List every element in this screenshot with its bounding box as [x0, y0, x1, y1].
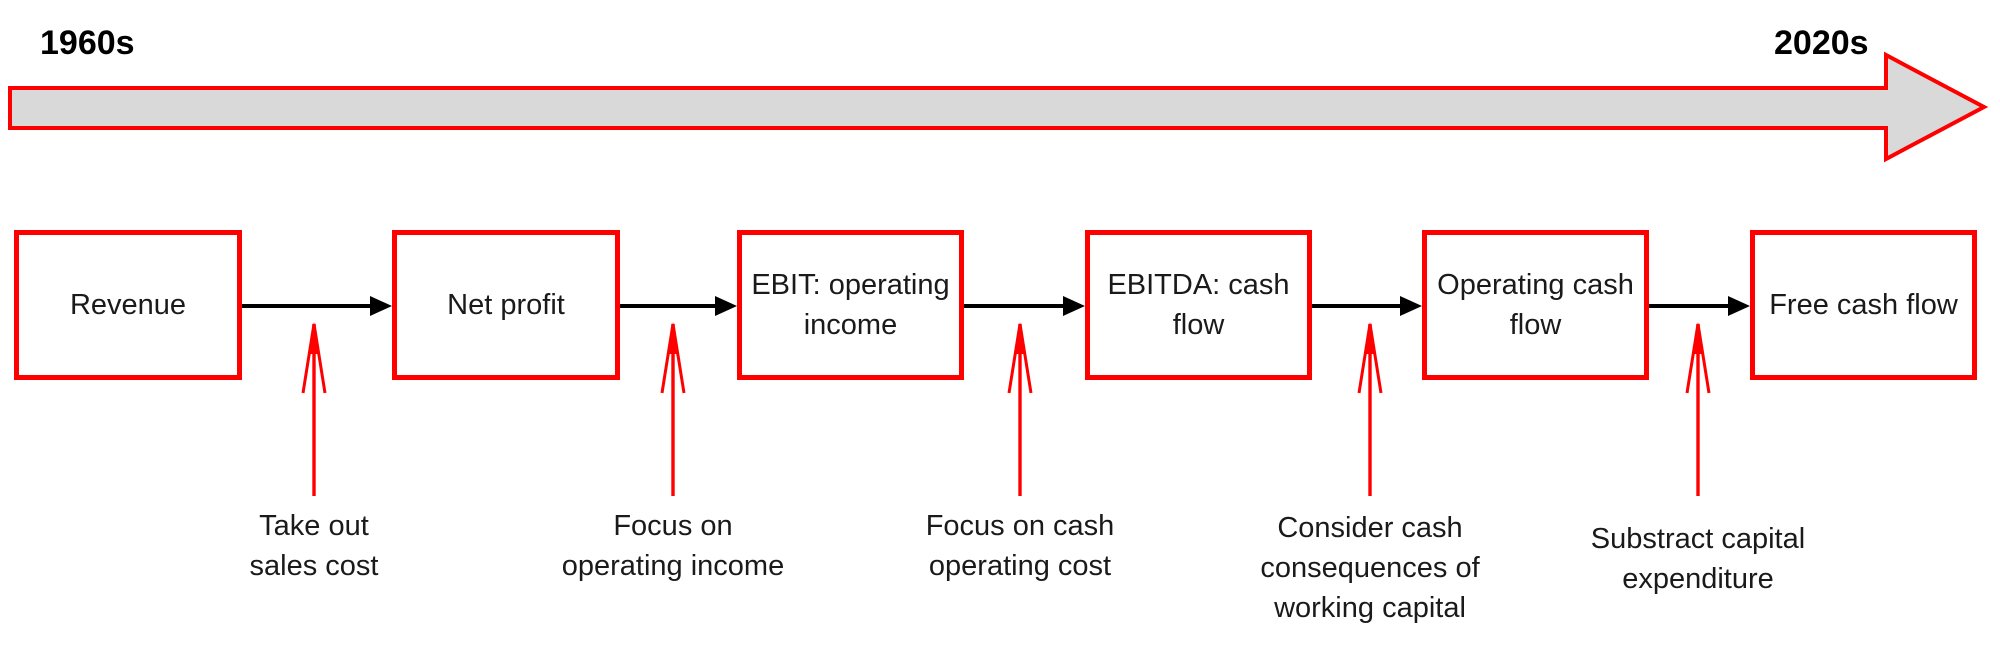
connector-arrow-4 — [1312, 296, 1422, 316]
step-up-arrow-3 — [1007, 322, 1033, 496]
flow-box-ebit: EBIT: operating income — [737, 230, 964, 380]
era-end-label: 2020s — [1774, 24, 1869, 62]
flow-box-free-cash-flow: Free cash flow — [1750, 230, 1977, 380]
step-label-working-capital: Consider cash consequences of working ca… — [1260, 512, 1480, 624]
step-label-focus-cash-operating-cost: Focus on cash operating cost — [925, 510, 1115, 582]
connector-arrow-3 — [964, 296, 1085, 316]
era-start-label: 1960s — [40, 24, 135, 62]
connector-arrow-5 — [1649, 296, 1750, 316]
timeline-arrow — [8, 51, 1989, 163]
step-up-arrow-4 — [1357, 322, 1383, 496]
step-label-focus-operating-income: Focus on operating income — [561, 510, 785, 582]
connector-arrow-1 — [242, 296, 392, 316]
step-up-arrow-2 — [660, 322, 686, 496]
flow-box-ebitda: EBITDA: cash flow — [1085, 230, 1312, 380]
step-label-capital-expenditure: Substract capital expenditure — [1590, 523, 1806, 595]
flow-box-revenue: Revenue — [14, 230, 242, 380]
step-up-arrow-5 — [1685, 322, 1711, 496]
connector-arrow-2 — [620, 296, 737, 316]
step-up-arrow-1 — [301, 322, 327, 496]
step-label-take-out-sales-cost: Take out sales cost — [249, 510, 379, 582]
flow-box-operating-cash-flow: Operating cash flow — [1422, 230, 1649, 380]
flow-box-net-profit: Net profit — [392, 230, 620, 380]
